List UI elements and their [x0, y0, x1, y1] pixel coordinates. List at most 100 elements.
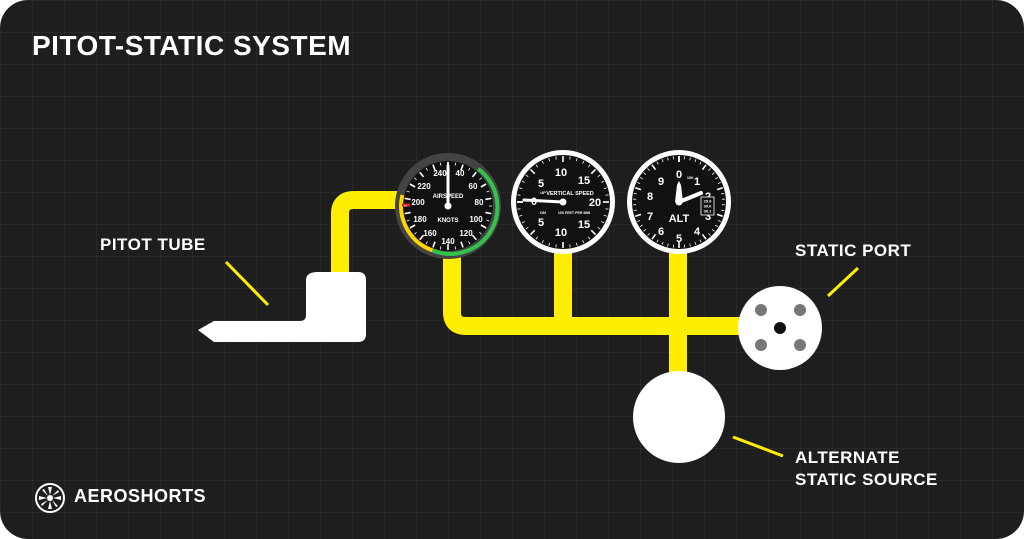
gauge-tick — [694, 241, 697, 245]
gauge-tick — [721, 192, 725, 195]
gauge-tick — [717, 219, 721, 222]
gauge-tick — [486, 219, 490, 222]
gauge-tick — [590, 229, 597, 236]
static-port-label: STATIC PORT — [795, 241, 912, 260]
altimeter-tick-1: 1 — [694, 176, 700, 188]
airspeed-tick-200: 200 — [411, 198, 425, 207]
gauge-tick — [667, 157, 669, 161]
gauge-tick — [597, 226, 601, 230]
gauge-tick — [647, 233, 650, 236]
altimeter-tick-7: 7 — [647, 211, 653, 223]
airspeed-tick-marks — [404, 162, 492, 250]
gauge-tick — [529, 168, 536, 175]
gauge-tick — [633, 192, 637, 195]
gauge-tick — [711, 172, 715, 175]
gauge-tick — [708, 233, 711, 236]
gauge-tick — [460, 241, 464, 248]
pitot-line — [331, 191, 404, 278]
gauge-tick — [479, 232, 482, 235]
gauge-tick — [409, 224, 416, 229]
gauge-tick — [575, 158, 578, 162]
gauge-tick — [661, 159, 664, 163]
gauge-tick — [651, 233, 657, 240]
gauge-tick — [716, 213, 723, 217]
gauge-tick — [479, 177, 482, 180]
gauge-tick — [603, 187, 607, 190]
gauge-tick — [601, 221, 605, 224]
vsi-needle — [522, 198, 565, 204]
gauge-tick — [486, 190, 490, 193]
kollsman-value-3: 30.1 — [704, 209, 713, 214]
gauge-tick — [439, 162, 442, 166]
altimeter-tick-8: 8 — [647, 191, 653, 203]
gauge-tick — [717, 182, 721, 185]
altimeter-tick-0: 0 — [676, 169, 682, 181]
altimeter-thousands-hand — [677, 191, 703, 204]
static-callout-line — [826, 266, 860, 298]
vsi-tick-15-up: 15 — [578, 175, 590, 187]
gauge-tick — [667, 243, 669, 247]
gauge-tick — [419, 171, 425, 178]
gauge-tick — [701, 233, 707, 240]
gauge-tick — [635, 187, 642, 191]
gauge-tick — [404, 197, 411, 201]
vsi-tick-15-down: 15 — [578, 219, 590, 231]
airspeed-tick-180: 180 — [413, 215, 427, 224]
pitot-tube — [198, 272, 366, 342]
gauge-tick — [548, 242, 551, 246]
gauge-tick — [439, 246, 442, 250]
gauge-tick — [480, 183, 487, 188]
gauge-tick — [587, 236, 591, 240]
vsi-tick-5-down: 5 — [538, 217, 544, 229]
brand-icon-spacer — [34, 496, 66, 497]
vsi-label: VERTICAL SPEED — [546, 191, 594, 197]
gauge-tick — [432, 164, 436, 171]
alternate-callout-line — [732, 435, 784, 458]
gauge-tick — [637, 182, 641, 185]
airspeed-tick-160: 160 — [423, 229, 437, 238]
gauge-tick — [582, 160, 585, 164]
altimeter-tick-6: 6 — [658, 226, 664, 238]
airspeed-tick-40: 40 — [456, 169, 465, 178]
airspeed-tick-100: 100 — [469, 215, 483, 224]
gauge-tick — [715, 177, 719, 180]
gauge-tick — [651, 164, 657, 171]
gauge-tick — [414, 232, 417, 235]
gauge-tick — [468, 167, 471, 171]
gauge-tick — [635, 213, 642, 217]
alternate-label-line1: ALTERNATE — [795, 448, 900, 467]
gauge-tick — [597, 174, 601, 178]
airspeed-unit: KNOTS — [438, 218, 459, 224]
airspeed-tick-80: 80 — [475, 198, 484, 207]
gauge-tick — [521, 221, 525, 224]
airspeed-tick-60: 60 — [469, 182, 478, 191]
altimeter-tick-4: 4 — [694, 226, 701, 238]
alternate-label-line2: STATIC SOURCE — [795, 470, 938, 490]
airspeed-indicator: 240 40 220 60 200 80 180 100 160 120 140… — [395, 153, 501, 259]
gauge-tick — [637, 219, 641, 222]
gauge-tick — [701, 164, 707, 171]
gauge-tick — [711, 229, 715, 232]
brand-name: AEROSHORTS — [74, 486, 207, 506]
altimeter: 0 1 2 3 4 5 6 7 8 9 100 29.9 30.0 30.1 A… — [627, 150, 731, 254]
gauge-tick — [603, 214, 607, 217]
brand-logo: AEROSHORTS — [34, 486, 206, 507]
gauge-tick — [699, 161, 702, 165]
static-line — [443, 252, 745, 378]
gauge-tick — [535, 236, 539, 240]
gauge-tick — [454, 162, 457, 166]
gauge-tick — [699, 239, 702, 243]
vsi-tick-marks — [517, 156, 609, 248]
winged-propeller-icon — [35, 483, 65, 513]
gauge-tick — [432, 241, 436, 248]
vsi-unit: 100 FEET PER MIN — [558, 211, 591, 215]
gauge-tick — [525, 226, 529, 230]
gauge-tick — [480, 224, 487, 229]
vsi-down-label: DN — [540, 210, 546, 215]
gauge-tick — [406, 219, 410, 222]
altimeter-tick-marks — [633, 156, 725, 248]
vertical-speed-indicator: 0 5 10 15 20 15 10 5 UP DN VERTICAL SPEE… — [511, 150, 615, 254]
gauge-tick — [471, 171, 477, 178]
gauge-tick — [590, 168, 597, 175]
